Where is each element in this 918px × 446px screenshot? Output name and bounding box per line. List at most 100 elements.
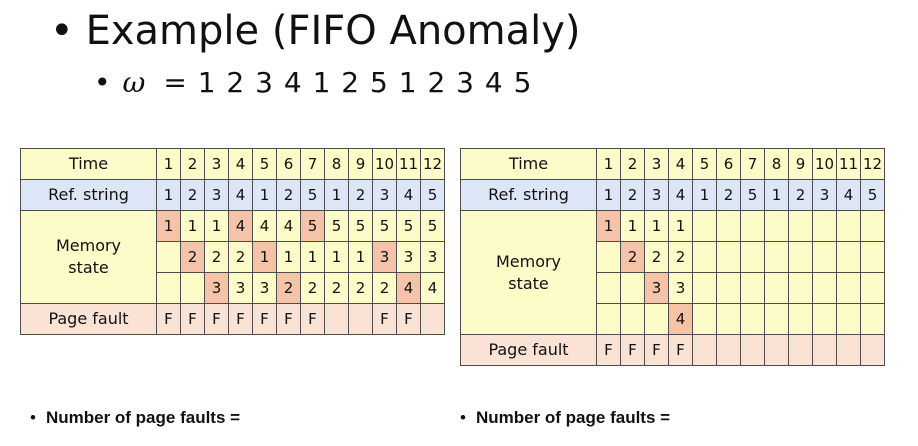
page-fault-cell: [324, 303, 349, 335]
page-fault-cell: F: [644, 334, 669, 366]
page-fault-cell: F: [596, 334, 621, 366]
memory-cell: [596, 241, 621, 273]
memory-cell: 2: [276, 272, 301, 304]
memory-cell: 4: [252, 210, 277, 242]
memory-cell: [860, 210, 885, 242]
page-fault-label: Page fault: [460, 334, 597, 366]
memory-cell: 2: [204, 241, 229, 273]
memory-cell: 3: [252, 272, 277, 304]
memory-cell: 1: [324, 241, 349, 273]
memory-cell: 2: [644, 241, 669, 273]
memory-cell: [764, 303, 789, 335]
ref-string-cell: 1: [252, 179, 277, 211]
time-cell: 1: [156, 148, 181, 180]
page-fault-cell: [716, 334, 741, 366]
memory-cell: [836, 303, 861, 335]
page-fault-cell: F: [180, 303, 205, 335]
memory-cell: [836, 272, 861, 304]
memory-cell: [596, 303, 621, 335]
ref-string-cell: 5: [300, 179, 325, 211]
memory-cell: [740, 241, 765, 273]
memory-cell: [860, 272, 885, 304]
memory-cell: 2: [620, 241, 645, 273]
memory-label-line1: Memory: [495, 251, 562, 271]
ref-string-cell: 4: [396, 179, 421, 211]
time-cell: 8: [764, 148, 789, 180]
memory-cell: [788, 210, 813, 242]
memory-cell: 4: [396, 272, 421, 304]
memory-cell: 3: [644, 272, 669, 304]
memory-cell: [740, 272, 765, 304]
memory-cell: [788, 241, 813, 273]
page-fault-cell: F: [300, 303, 325, 335]
memory-cell: 2: [324, 272, 349, 304]
time-cell: 10: [372, 148, 397, 180]
memory-cell: [692, 210, 717, 242]
ref-string-cell: 4: [668, 179, 693, 211]
memory-cell: 4: [420, 272, 445, 304]
memory-cell: [596, 272, 621, 304]
memory-cell: 2: [372, 272, 397, 304]
time-cell: 9: [348, 148, 373, 180]
left-count-label: Number of page faults =: [45, 408, 241, 427]
time-cell: 5: [692, 148, 717, 180]
memory-cell: [812, 241, 837, 273]
time-cell: 12: [420, 148, 445, 180]
page-fault-cell: [764, 334, 789, 366]
memory-cell: 1: [620, 210, 645, 242]
page-fault-cell: F: [276, 303, 301, 335]
slide-title: •Example (FIFO Anomaly): [50, 6, 581, 56]
time-cell: 8: [324, 148, 349, 180]
memory-cell: [836, 241, 861, 273]
subtitle-bullet: •: [94, 66, 111, 99]
memory-cell: 1: [276, 241, 301, 273]
page-fault-cell: F: [204, 303, 229, 335]
memory-cell: 1: [156, 210, 181, 242]
memory-cell: 1: [204, 210, 229, 242]
ref-string-cell: 2: [348, 179, 373, 211]
left-page-fault-count: •Number of page faults =: [30, 408, 241, 427]
ref-string-cell: 2: [788, 179, 813, 211]
memory-cell: 5: [420, 210, 445, 242]
time-cell: 11: [396, 148, 421, 180]
memory-cell: 1: [180, 210, 205, 242]
memory-cell: 5: [396, 210, 421, 242]
page-fault-cell: F: [372, 303, 397, 335]
memory-cell: [156, 272, 181, 304]
memory-cell: [812, 210, 837, 242]
ref-string-cell: 5: [420, 179, 445, 211]
memory-cell: 1: [348, 241, 373, 273]
memory-cell: [788, 303, 813, 335]
ref-string-cell: 4: [836, 179, 861, 211]
reference-sequence: = 1 2 3 4 1 2 5 1 2 3 4 5: [163, 66, 533, 99]
memory-cell: 1: [596, 210, 621, 242]
time-cell: 6: [716, 148, 741, 180]
memory-cell: 5: [324, 210, 349, 242]
memory-cell: [860, 241, 885, 273]
memory-cell: 3: [668, 272, 693, 304]
ref-string-cell: 1: [764, 179, 789, 211]
page-fault-label: Page fault: [20, 303, 157, 335]
memory-cell: [180, 272, 205, 304]
time-cell: 7: [300, 148, 325, 180]
ref-string-label: Ref. string: [20, 179, 157, 211]
memory-cell: 2: [180, 241, 205, 273]
memory-cell: 1: [644, 210, 669, 242]
memory-cell: [812, 272, 837, 304]
ref-string-cell: 2: [276, 179, 301, 211]
memory-label-line2: state: [68, 258, 109, 277]
ref-string-cell: 5: [860, 179, 885, 211]
memory-cell: [740, 303, 765, 335]
time-cell: 10: [812, 148, 837, 180]
ref-string-cell: 3: [372, 179, 397, 211]
memory-label-line2: state: [508, 273, 549, 293]
page-fault-cell: F: [668, 334, 693, 366]
memory-cell: 3: [396, 241, 421, 273]
